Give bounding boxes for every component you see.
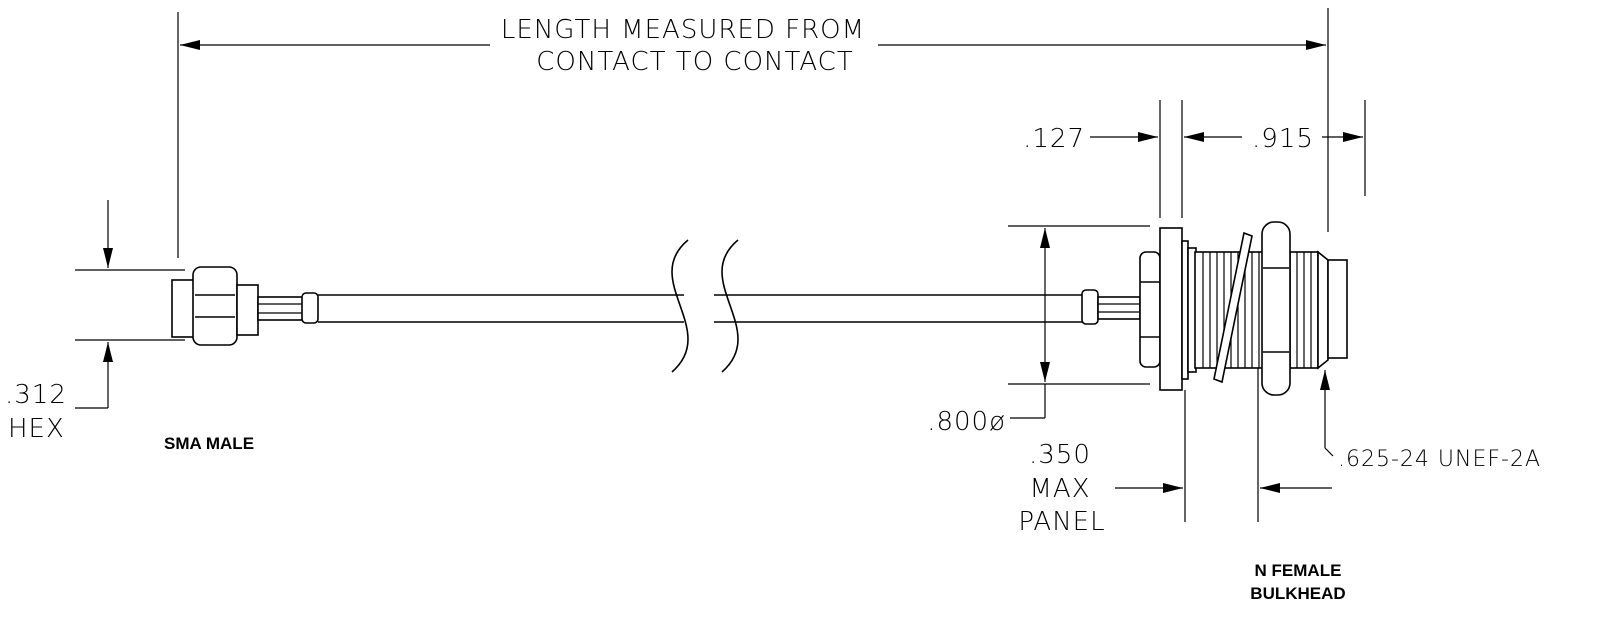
panel-dimension: .350 MAX PANEL	[1018, 368, 1332, 537]
hex-label: HEX	[8, 414, 65, 444]
diameter-dimension: .800ø	[927, 225, 1150, 437]
thread-spec-callout: .625-24 UNEF-2A	[1320, 370, 1541, 472]
n-female-label: N FEMALE	[1255, 561, 1342, 580]
sma-male-label: SMA MALE	[164, 434, 254, 453]
panel-dim-max: MAX	[1029, 474, 1090, 504]
lock-washer	[1213, 231, 1253, 384]
hex-nut	[1261, 221, 1291, 396]
cable	[318, 239, 1083, 373]
thread-spec-label: .625-24 UNEF-2A	[1338, 447, 1541, 472]
diameter-dim-label: .800ø	[927, 407, 1006, 437]
panel-dim-panel: PANEL	[1018, 507, 1105, 537]
break-line-left	[671, 239, 689, 373]
panel-dim-value: .350	[1029, 440, 1091, 470]
n-female-bulkhead-connector	[1081, 221, 1348, 396]
flange-dimension: .127 .915	[1023, 100, 1366, 218]
length-label-line1: LENGTH MEASURED FROM	[501, 15, 865, 45]
length-label-line2: CONTACT TO CONTACT	[536, 47, 853, 77]
hex-dim-label: .312	[5, 380, 67, 410]
sma-male-connector	[171, 266, 319, 346]
bulkhead-label: BULKHEAD	[1250, 584, 1345, 603]
flange-dim-label: .127	[1023, 124, 1085, 154]
thread-length-dim-label: .915	[1252, 124, 1314, 154]
hex-dimension: .312 HEX SMA MALE	[5, 200, 254, 453]
length-dimension: LENGTH MEASURED FROM CONTACT TO CONTACT	[177, 8, 1329, 258]
break-line-right	[721, 239, 739, 373]
